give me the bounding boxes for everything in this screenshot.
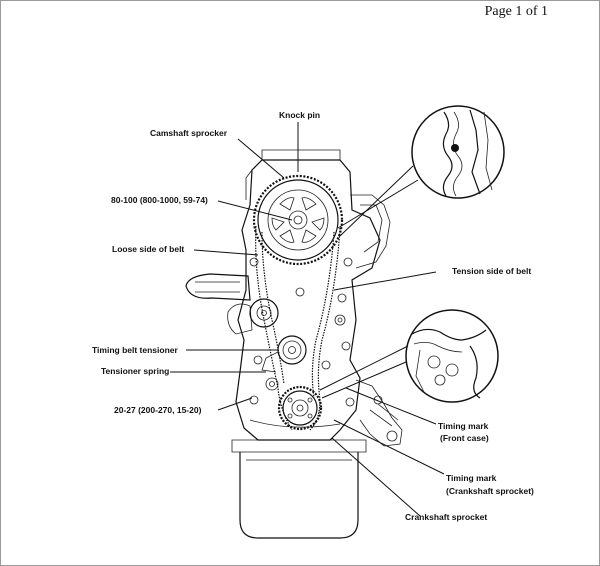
camshaft-sprocket <box>252 174 344 266</box>
engine-block <box>185 149 403 447</box>
label-loose-side: Loose side of belt <box>112 244 184 254</box>
detail-magnifier-top <box>337 105 505 237</box>
label-torque-cam: 80-100 (800-1000, 59-74) <box>111 195 208 205</box>
page-number: Page 1 of 1 <box>484 4 548 19</box>
label-timing-mark-front-2: (Front case) <box>440 433 489 443</box>
detail-magnifier-bottom <box>319 309 499 403</box>
label-torque-tensioner: 20-27 (200-270, 15-20) <box>114 405 202 415</box>
label-tensioner-spring: Tensioner spring <box>101 366 169 376</box>
label-tensioner: Timing belt tensioner <box>92 345 178 355</box>
label-crankshaft-sprocket: Crankshaft sprocket <box>405 512 487 522</box>
leader-lines <box>170 122 445 517</box>
label-camshaft-sprocket: Camshaft sprocker <box>150 128 228 138</box>
oil-pan <box>231 439 367 539</box>
timing-belt <box>255 225 341 431</box>
label-tension-side: Tension side of belt <box>452 266 531 276</box>
crankshaft-sprocket <box>277 385 323 431</box>
label-timing-mark-crank-2: (Crankshaft sprocket) <box>446 486 534 496</box>
label-timing-mark-crank-1: Timing mark <box>446 473 497 483</box>
label-timing-mark-front-1: Timing mark <box>438 421 489 431</box>
label-knock-pin: Knock pin <box>279 110 320 120</box>
